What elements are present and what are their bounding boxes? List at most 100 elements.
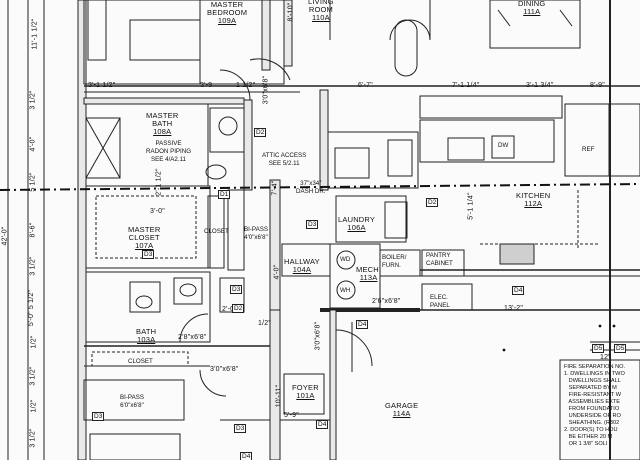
dim-5-0-5-1-2: 5'-0" 5 1/2" — [28, 289, 36, 327]
wd-note: WD — [340, 256, 351, 263]
vanity — [209, 107, 245, 153]
dim-8-6-v: 8'-6" — [29, 222, 37, 238]
dim-3-1-2-v3: 3 1/2" — [29, 366, 37, 386]
door-tag: D3 — [142, 250, 155, 259]
nightstand — [87, 0, 107, 61]
room-number: 114A — [392, 409, 411, 418]
laundry-room — [335, 195, 407, 243]
bipass-vertical-note: BI-PASS 4'0"x6'8" — [244, 226, 268, 241]
room-number: 104A — [292, 265, 312, 274]
room-number: 103A — [136, 335, 156, 344]
room-name: MASTER BATH — [146, 111, 179, 128]
upper-cabinets — [419, 95, 563, 119]
dim-1-2: 1/2" — [258, 320, 272, 327]
stair-hatch — [334, 147, 370, 179]
dw-note: DW — [498, 142, 509, 149]
dim-8-10: 8'-10" — [287, 2, 295, 22]
door-tag: D5 — [614, 344, 627, 353]
dim-3-1-1-2a: 3'-1 1/2" — [88, 82, 116, 89]
door-tag: D2 — [254, 128, 267, 137]
door-tag: D4 — [512, 286, 525, 295]
dim-2-0: 2'-0" — [222, 306, 237, 313]
dim-3-0-6-8c: 3'0"x6'8" — [210, 366, 239, 373]
fire-separation-note: FIRE SEPARATION NO. 1. DWELLINGS IN TWO … — [564, 364, 626, 447]
attic-access-note: ATTIC ACCESS SEE 5/2.11 — [262, 152, 307, 167]
dim-1-2-v: 1/2" — [30, 335, 38, 349]
dim-1-2-v2: 1/2" — [30, 399, 38, 413]
dishwasher — [491, 135, 515, 159]
room-name: DINING — [518, 0, 546, 8]
door-tag: D2 — [426, 198, 439, 207]
dryer — [384, 201, 408, 239]
dim-6-7: 6'-7" — [358, 82, 373, 89]
dim-7-1-1-4: 7'-1 1/4" — [452, 82, 480, 89]
fire-separation-note-box — [559, 359, 640, 460]
door-tag: D4 — [240, 452, 253, 460]
dim-3-1-2-v: 3 1/2" — [29, 90, 37, 110]
dim-5-1-2-v: 5 1/2" — [29, 172, 37, 192]
door-tag: D3 — [92, 412, 105, 421]
radon-note: PASSIVE RADON PIPING SEE 4/A2.11 — [146, 140, 192, 163]
pantry-note: PANTRY CABINET — [426, 252, 453, 267]
bath-outline — [85, 271, 211, 343]
dim-2-8-6-8: 2'8"x6'8" — [178, 334, 207, 341]
door-tag: D3 — [234, 424, 247, 433]
dim-7-4: 7'-4" — [271, 180, 279, 196]
room-number: 106A — [347, 223, 366, 232]
room-number: 111A — [523, 7, 541, 16]
dim-3-1-2-v4: 3 1/2" — [29, 428, 37, 448]
room-number: 108A — [153, 127, 172, 136]
range — [499, 243, 535, 265]
dash-door-note: 37"x34" DASH DR. — [296, 180, 326, 195]
bed — [129, 19, 201, 61]
dim-11-1-1-2: 11'-1 1/2" — [31, 18, 39, 50]
dim-42-0: 42'-0" — [1, 226, 9, 246]
dim-5-9: 5'-9" — [284, 412, 299, 419]
laundry-top — [327, 131, 419, 189]
room-name: HALLWAY — [284, 257, 320, 266]
room-name: MASTER BEDROOM — [207, 0, 248, 17]
elec-panel-note: ELEC. PANEL — [430, 294, 450, 309]
dim-2-1-1-2: 2'-1 1/2" — [155, 168, 163, 196]
water-heater — [336, 250, 356, 270]
room-number: 107A — [135, 241, 154, 250]
master-closet-outline — [85, 185, 211, 269]
room-name: LAUNDRY — [338, 215, 376, 224]
bipass-note: BI-PASS 6'0"x6'8" — [120, 394, 144, 409]
dim-10-11: 10'-11" — [275, 384, 283, 408]
door-tag: D2 — [232, 304, 245, 313]
room-name: MECH. — [356, 265, 382, 274]
sink — [218, 116, 238, 136]
ref-note: REF — [582, 146, 595, 153]
master-bedroom-wall — [83, 0, 285, 85]
door-tag: D3 — [230, 285, 243, 294]
door-tag: D5 — [592, 344, 605, 353]
dim-4-0-v: 4'-0" — [29, 136, 37, 152]
room-name: GARAGE — [385, 401, 419, 410]
toilet — [205, 164, 227, 180]
room-number: 112A — [524, 199, 543, 208]
mech-label: MECH.113A — [356, 266, 381, 282]
dim-5-1-1-4: 5'-1 1/4" — [467, 192, 475, 220]
kitchen-counter — [419, 119, 555, 163]
dim-3-1-2-v2: 3 1/2" — [29, 256, 37, 276]
room-number: 113A — [359, 273, 378, 282]
refrigerator — [564, 103, 610, 177]
room-name: FOYER — [292, 383, 319, 392]
closet-note: CLOSET — [128, 358, 153, 365]
dim-3-0: 3'-0" — [150, 208, 165, 215]
closet-vertical-note: CLOSET — [204, 228, 229, 235]
shower — [85, 117, 121, 179]
door-tag: D3 — [306, 220, 319, 229]
room-number: 101A — [296, 391, 315, 400]
